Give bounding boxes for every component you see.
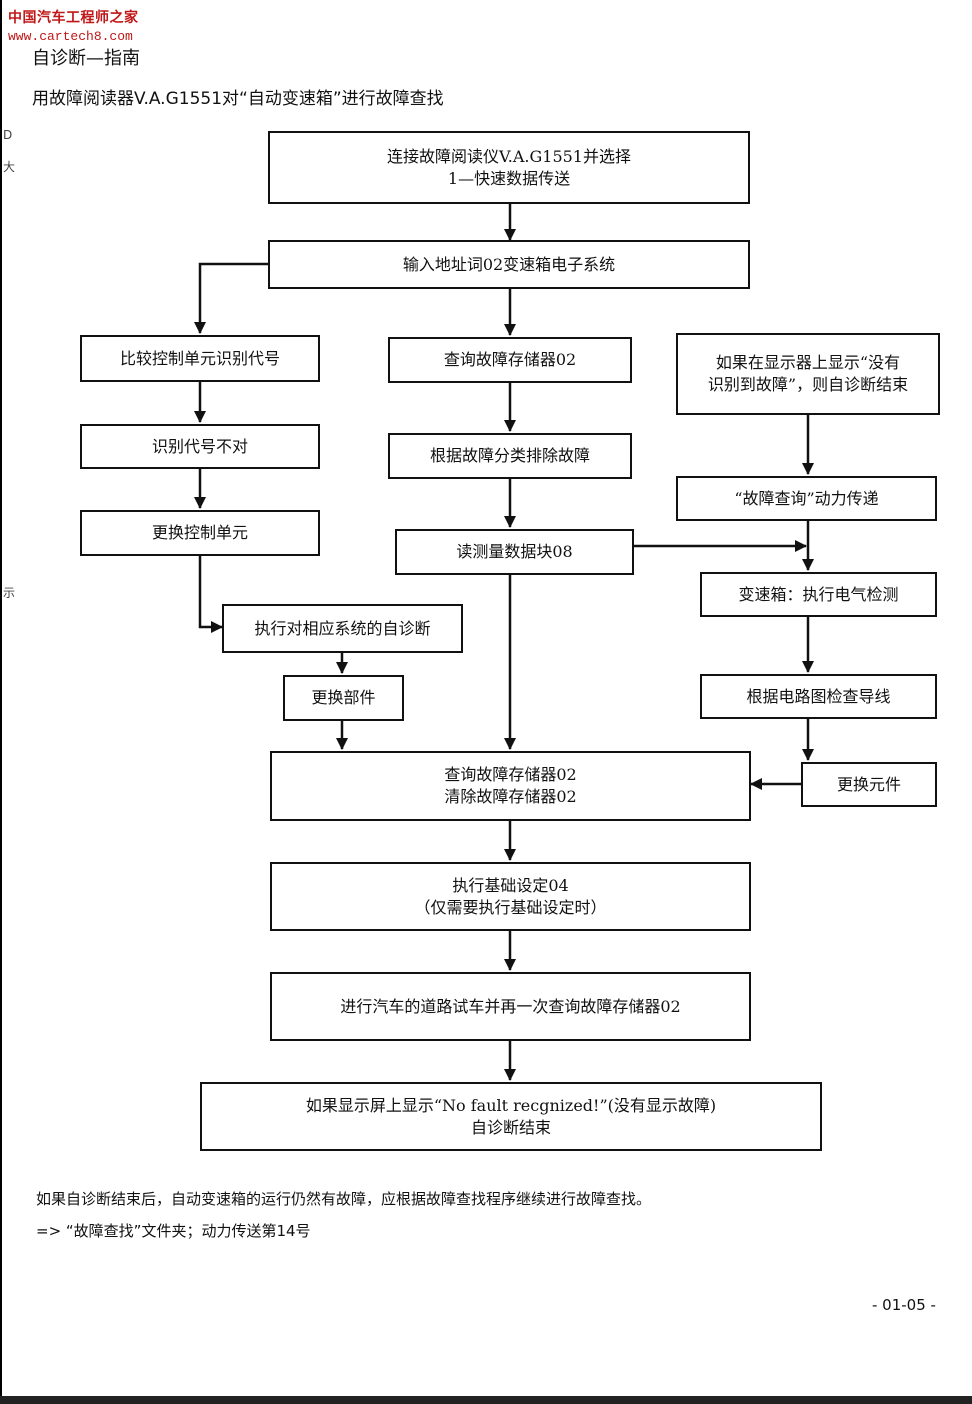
step-fault-query-drivetrain: “故障查询”动力传递: [676, 476, 937, 521]
step-check-wiring: 根据电路图检查导线: [700, 674, 937, 719]
arrow-replace-unit-to-selfdiag: [198, 556, 223, 633]
step-query-clear-memory-line1: 查询故障存储器02: [444, 765, 577, 784]
step-id-wrong: 识别代号不对: [80, 424, 320, 469]
step-enter-address-text: 输入地址词02变速箱电子系统: [402, 254, 616, 274]
side-mark-3: 示: [3, 586, 16, 600]
step-self-diagnosis: 执行对相应系统的自诊断: [222, 604, 463, 653]
step-check-wiring-text: 根据电路图检查导线: [746, 686, 891, 706]
step-query-fault-memory-text: 查询故障存储器02: [443, 350, 577, 369]
step-query-clear-memory-line2: 清除故障存储器02: [444, 787, 577, 806]
step-compare-id-text: 比较控制单元识别代号: [119, 348, 280, 368]
step-fault-query-drivetrain-text: “故障查询”动力传递: [734, 488, 879, 508]
step-road-test: 进行汽车的道路试车并再一次查询故障存储器02: [270, 972, 751, 1041]
step-no-fault-displayed-line1: 如果在显示器上显示“没有: [715, 353, 901, 372]
step-connect-reader-line1: 连接故障阅读仪V.A.G1551并选择: [387, 146, 631, 166]
step-fix-by-fault-class-text: 根据故障分类排除故障: [429, 446, 590, 465]
watermark-url: www.cartech8.com: [8, 29, 133, 44]
footer-reference: => “故障查找”文件夹；动力传送第14号: [36, 1222, 311, 1240]
step-enter-address: 输入地址词02变速箱电子系统: [268, 240, 750, 289]
page-left-edge: [0, 0, 2, 1404]
step-basic-setting-line2: （仅需要执行基础设定时）: [414, 897, 607, 917]
step-query-clear-memory: 查询故障存储器02 清除故障存储器02: [270, 751, 751, 821]
step-replace-control-unit: 更换控制单元: [80, 510, 320, 556]
step-gearbox-electrical-check-text: 变速箱：执行电气检测: [738, 584, 899, 604]
step-self-diagnosis-end-line1: 如果显示屏上显示“No fault recgnized!”(没有显示故障): [305, 1095, 717, 1115]
step-basic-setting-line1: 执行基础设定04: [452, 875, 569, 895]
step-read-data-block-text: 读测量数据块08: [456, 542, 573, 561]
page-number: - 01-05 -: [872, 1296, 936, 1314]
step-basic-setting: 执行基础设定04 （仅需要执行基础设定时）: [270, 862, 751, 931]
arrow-address-to-compare: [194, 262, 268, 334]
step-no-fault-displayed: 如果在显示器上显示“没有 识别到故障”，则自诊断结束: [676, 333, 940, 415]
step-connect-reader: 连接故障阅读仪V.A.G1551并选择 1—快速数据传送: [268, 131, 750, 204]
step-read-data-block: 读测量数据块08: [395, 529, 634, 575]
step-id-wrong-text: 识别代号不对: [151, 436, 248, 456]
step-replace-component-text: 更换元件: [836, 774, 901, 794]
page-subtitle: 用故障阅读器V.A.G1551对“自动变速箱”进行故障查找: [32, 89, 444, 109]
step-no-fault-displayed-line2: 识别到故障”，则自诊断结束: [707, 375, 909, 394]
watermark-site-name: 中国汽车工程师之家: [8, 10, 139, 26]
step-self-diagnosis-end: 如果显示屏上显示“No fault recgnized!”(没有显示故障) 自诊…: [200, 1082, 822, 1151]
step-query-fault-memory: 查询故障存储器02: [388, 337, 632, 383]
step-replace-component: 更换元件: [801, 762, 937, 807]
footer-note: 如果自诊断结束后，自动变速箱的运行仍然有故障，应根据故障查找程序继续进行故障查找…: [36, 1190, 652, 1208]
side-mark-2: 大: [3, 160, 16, 174]
step-road-test-text: 进行汽车的道路试车并再一次查询故障存储器02: [340, 996, 681, 1016]
page-title: 自诊断—指南: [32, 48, 140, 69]
step-replace-control-unit-text: 更换控制单元: [151, 523, 248, 542]
step-gearbox-electrical-check: 变速箱：执行电气检测: [700, 572, 937, 617]
step-connect-reader-line2: 1—快速数据传送: [447, 168, 571, 188]
step-self-diagnosis-end-line2: 自诊断结束: [470, 1117, 551, 1137]
step-replace-part-text: 更换部件: [311, 688, 376, 707]
step-compare-id: 比较控制单元识别代号: [80, 335, 320, 382]
step-self-diagnosis-text: 执行对相应系统的自诊断: [254, 618, 431, 638]
step-replace-part: 更换部件: [283, 675, 404, 721]
side-mark-1: D: [3, 128, 13, 142]
page-bottom-edge: [0, 1396, 972, 1404]
step-fix-by-fault-class: 根据故障分类排除故障: [388, 433, 632, 479]
